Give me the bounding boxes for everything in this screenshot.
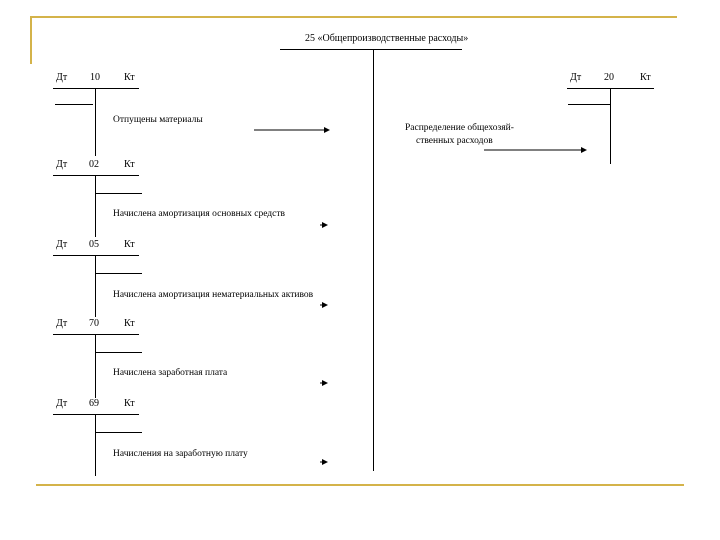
source-credit-label: Кт [124, 159, 135, 170]
target-account-short-line [568, 104, 610, 105]
target-account-divider [610, 88, 611, 164]
frame-left-border [30, 16, 32, 64]
source-account-description: Начислена заработная плата [113, 368, 228, 378]
source-account-divider [95, 334, 96, 398]
source-account-description: Начисления на заработную плату [113, 449, 248, 459]
source-account-top-line [53, 255, 139, 256]
frame-bottom-border [36, 484, 684, 486]
source-account-short-line [95, 432, 142, 433]
source-account-number: 05 [89, 239, 99, 250]
target-debit-label: Дт [570, 72, 582, 83]
source-account-number: 70 [89, 318, 99, 329]
source-account-divider [95, 175, 96, 237]
source-account-short-line [95, 352, 142, 353]
source-debit-label: Дт [56, 239, 68, 250]
central-account-title: 25 «Общепроизводственные расходы» [305, 33, 469, 44]
source-account-description: Отпущены материалы [113, 115, 203, 125]
source-account-divider [95, 255, 96, 317]
source-credit-label: Кт [124, 398, 135, 409]
source-debit-label: Дт [56, 398, 68, 409]
source-debit-label: Дт [56, 318, 68, 329]
source-credit-label: Кт [124, 318, 135, 329]
central-account-top-line [280, 49, 462, 50]
source-account-number: 69 [89, 398, 99, 409]
distribution-text-line-2: ственных расходов [416, 136, 493, 146]
source-account-top-line [53, 414, 139, 415]
source-account-top-line [53, 334, 139, 335]
source-account-divider [95, 88, 96, 156]
source-credit-label: Кт [124, 239, 135, 250]
source-account-top-line [53, 175, 139, 176]
source-debit-label: Дт [56, 159, 68, 170]
frame-top-border [30, 16, 677, 18]
source-debit-label: Дт [56, 72, 68, 83]
source-credit-label: Кт [124, 72, 135, 83]
target-credit-label: Кт [640, 72, 651, 83]
target-account-number: 20 [604, 72, 614, 83]
source-account-short-line [95, 273, 142, 274]
distribution-text-line-1: Распределение общехозяй- [405, 123, 514, 133]
central-account-divider [373, 49, 374, 471]
source-account-top-line [53, 88, 139, 89]
source-account-number: 10 [90, 72, 100, 83]
source-account-description: Начислена амортизация основных средств [113, 209, 285, 219]
source-account-number: 02 [89, 159, 99, 170]
source-account-description: Начислена амортизация нематериальных акт… [113, 290, 314, 300]
source-account-divider [95, 414, 96, 476]
source-account-short-line [95, 193, 142, 194]
source-account-short-line [55, 104, 93, 105]
